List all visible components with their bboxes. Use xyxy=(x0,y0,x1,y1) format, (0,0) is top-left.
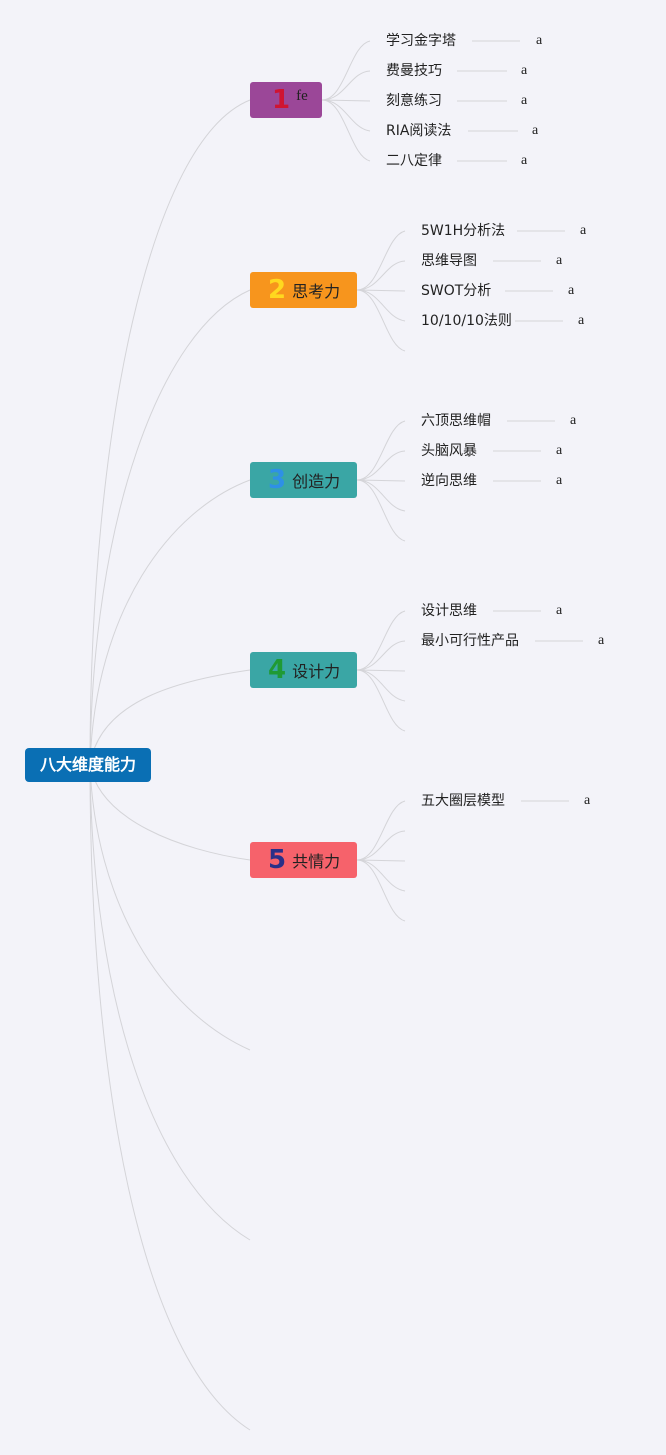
leaf-note: a xyxy=(521,93,528,108)
leaf-node[interactable]: 六顶思维帽 xyxy=(421,413,491,429)
branch-number-4: 4 xyxy=(268,655,287,685)
branch-node-1[interactable]: 1 fe xyxy=(250,82,322,118)
branch-label-1: fe xyxy=(296,87,308,104)
branch-number-5: 5 xyxy=(268,845,287,875)
leaf-note: a xyxy=(556,443,563,458)
leaf-note: a xyxy=(556,473,563,488)
leaf-note: a xyxy=(584,793,591,808)
connector-root-branch-8 xyxy=(89,764,251,1431)
branch-label-4: 设计力 xyxy=(292,662,341,681)
connector-root-branch-5 xyxy=(89,764,251,861)
leaf-note: a xyxy=(536,33,543,48)
branch-label-5: 共情力 xyxy=(292,852,341,871)
branch-number-2: 2 xyxy=(268,275,287,305)
leaf-node[interactable]: 学习金字塔 xyxy=(386,33,456,49)
branch-node-2[interactable]: 2 思考力 xyxy=(250,272,357,308)
leaf-note: a xyxy=(598,633,605,648)
connector-root-branch-2 xyxy=(89,289,251,766)
branch-node-3[interactable]: 3 创造力 xyxy=(250,462,357,498)
branch-node-5[interactable]: 5 共情力 xyxy=(250,842,357,878)
leaf-note: a xyxy=(570,413,577,428)
branch-number-3: 3 xyxy=(268,465,287,495)
leaf-node[interactable]: 5W1H分析法 xyxy=(421,223,506,239)
leaf-note: a xyxy=(568,283,575,298)
leaf-node[interactable]: 头脑风暴 xyxy=(421,443,477,459)
root-node[interactable]: 八大维度能力 xyxy=(25,748,151,782)
leaf-node[interactable]: 刻意练习 xyxy=(386,93,442,109)
leaf-node[interactable]: 费曼技巧 xyxy=(386,63,442,79)
leaf-node[interactable]: 二八定律 xyxy=(386,153,442,169)
leaf-node[interactable]: 设计思维 xyxy=(421,603,477,619)
connector-root-branch-6 xyxy=(89,764,251,1051)
leaf-note: a xyxy=(580,223,587,238)
leaf-node[interactable]: 逆向思维 xyxy=(421,473,477,489)
branch-label-3: 创造力 xyxy=(292,472,341,491)
leaf-node[interactable]: SWOT分析 xyxy=(421,283,492,299)
connector-root-branch-3 xyxy=(89,479,251,766)
leaf-node[interactable]: RIA阅读法 xyxy=(386,123,452,139)
branch-number-1: 1 xyxy=(272,85,291,115)
branch-node-4[interactable]: 4 设计力 xyxy=(250,652,357,688)
connector-root-branch-1 xyxy=(89,99,251,766)
branch-label-2: 思考力 xyxy=(292,282,341,301)
leaf-note: a xyxy=(578,313,585,328)
leaf-node[interactable]: 10/10/10法则 xyxy=(421,313,512,329)
leaf-node[interactable]: 思维导图 xyxy=(421,253,477,269)
leaf-node[interactable]: 最小可行性产品 xyxy=(421,633,519,649)
leaf-node[interactable]: 五大圈层模型 xyxy=(421,793,505,809)
leaf-note: a xyxy=(521,63,528,78)
connector-root-branch-7 xyxy=(89,764,251,1241)
leaf-note: a xyxy=(521,153,528,168)
leaf-note: a xyxy=(556,603,563,618)
leaf-note: a xyxy=(532,123,539,138)
connector-root-branch-4 xyxy=(89,669,251,766)
leaf-note: a xyxy=(556,253,563,268)
